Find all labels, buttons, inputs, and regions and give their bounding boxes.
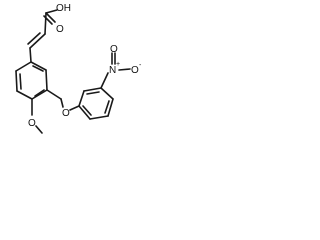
ring-a-bond xyxy=(30,61,47,71)
hydroxyl-label: OH xyxy=(56,3,71,14)
bond-vinyl xyxy=(29,33,46,49)
ring-b-bond xyxy=(89,115,109,120)
nitro-minus-charge: - xyxy=(139,62,142,69)
ring-b-bond xyxy=(78,90,85,107)
ring-a-bond xyxy=(15,61,32,72)
ring-a-inner xyxy=(34,89,45,97)
ring-a-inner xyxy=(19,73,22,90)
bond-ch2-o xyxy=(60,98,64,108)
nitro-plus-charge: + xyxy=(116,61,120,68)
ring-a-bond xyxy=(15,70,18,92)
nitro-nitrogen-label: N xyxy=(109,65,116,76)
bond-methoxy-methyl xyxy=(35,125,43,134)
ring-a-bond xyxy=(31,89,48,100)
bond-oh xyxy=(45,9,58,14)
nitro-oxygen-right-label: O xyxy=(131,65,139,76)
bond-vinyl-ring xyxy=(29,47,32,63)
ring-b-inner xyxy=(86,91,100,95)
bond-acid-chain xyxy=(44,12,47,35)
ring-b-bond xyxy=(83,87,102,92)
structure-diagram: OH O O O N + O O - xyxy=(15,3,142,134)
bond-o-ring xyxy=(69,105,80,111)
carbonyl-oxygen-label: O xyxy=(56,24,64,35)
bond-ring-nitro xyxy=(100,72,109,89)
bond-carbonyl xyxy=(45,12,56,23)
atom-labels: OH O O O N + O O - xyxy=(28,3,142,129)
bond-nitro-o-right xyxy=(118,68,131,71)
ring-a-bond xyxy=(16,90,33,100)
ring-b-bond xyxy=(107,98,114,117)
bond-vinyl-double xyxy=(27,32,41,45)
ring-b-bond xyxy=(100,87,114,100)
ring-a-inner xyxy=(32,65,44,72)
ring-b-inner xyxy=(104,100,110,114)
ether-oxygen-label: O xyxy=(62,108,70,119)
bond-ring-ch2 xyxy=(46,89,62,100)
ring-a-bond xyxy=(45,69,48,91)
ring-b-bond xyxy=(78,105,91,120)
nitro-oxygen-top-label: O xyxy=(110,44,118,55)
bonds xyxy=(15,9,131,134)
methoxy-oxygen-label: O xyxy=(28,118,36,129)
ring-b-inner xyxy=(82,105,92,116)
